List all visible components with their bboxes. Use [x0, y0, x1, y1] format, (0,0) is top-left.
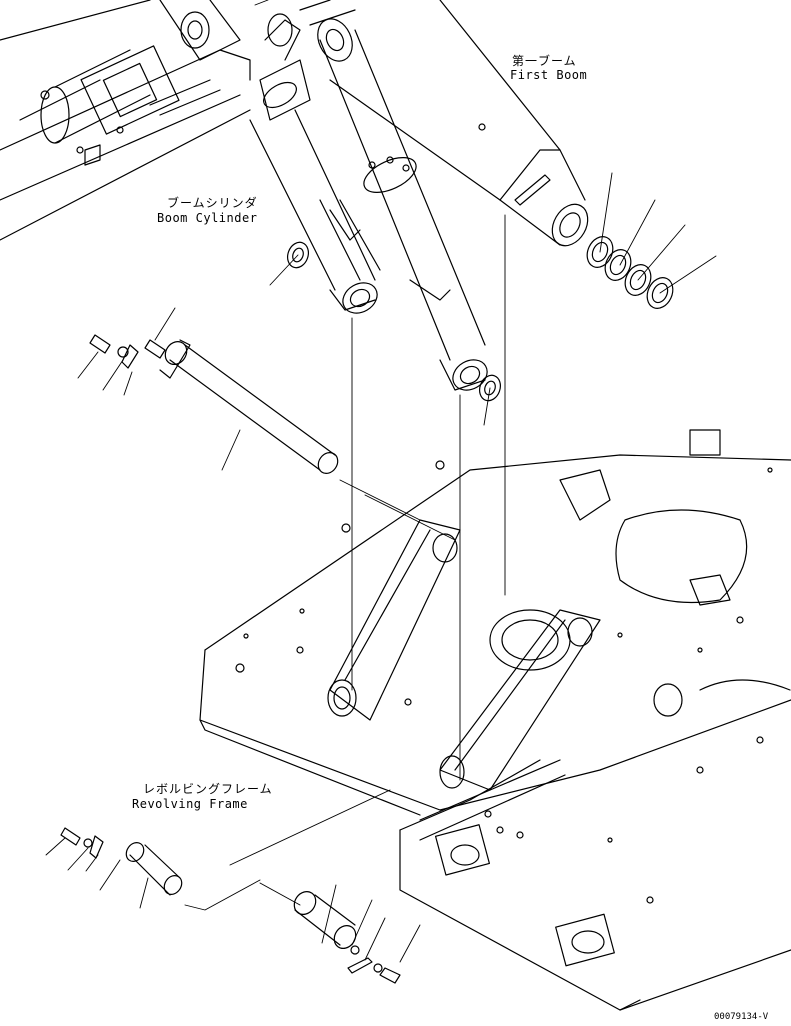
boom-cylinder-label-en: Boom Cylinder — [157, 211, 258, 225]
revolving-frame-label-jp: レボルビングフレーム — [143, 782, 273, 796]
alignment-lines — [45, 0, 717, 963]
boom-cylinder-label-jp: ブームシリンダ — [167, 196, 258, 210]
lower-pin-2 — [293, 891, 401, 984]
revolving-frame-label-en: Revolving Frame — [132, 797, 248, 811]
first-boom-label-en: First Boom — [510, 68, 588, 82]
revolving-frame — [199, 429, 791, 1011]
first-boom — [329, 0, 589, 247]
pin-bolts-upper — [89, 334, 166, 369]
boom-cylinder-right — [299, 0, 488, 391]
upper-left-hydraulic-assembly — [0, 0, 251, 241]
first-boom-label-jp: 第一ブーム — [512, 54, 577, 68]
lower-pin — [60, 827, 183, 896]
boom-cylinder-left — [249, 13, 381, 314]
shim-washers — [287, 236, 674, 402]
drawing-number: 00079134-V — [714, 1012, 769, 1022]
boom-foot-pin — [159, 339, 339, 474]
